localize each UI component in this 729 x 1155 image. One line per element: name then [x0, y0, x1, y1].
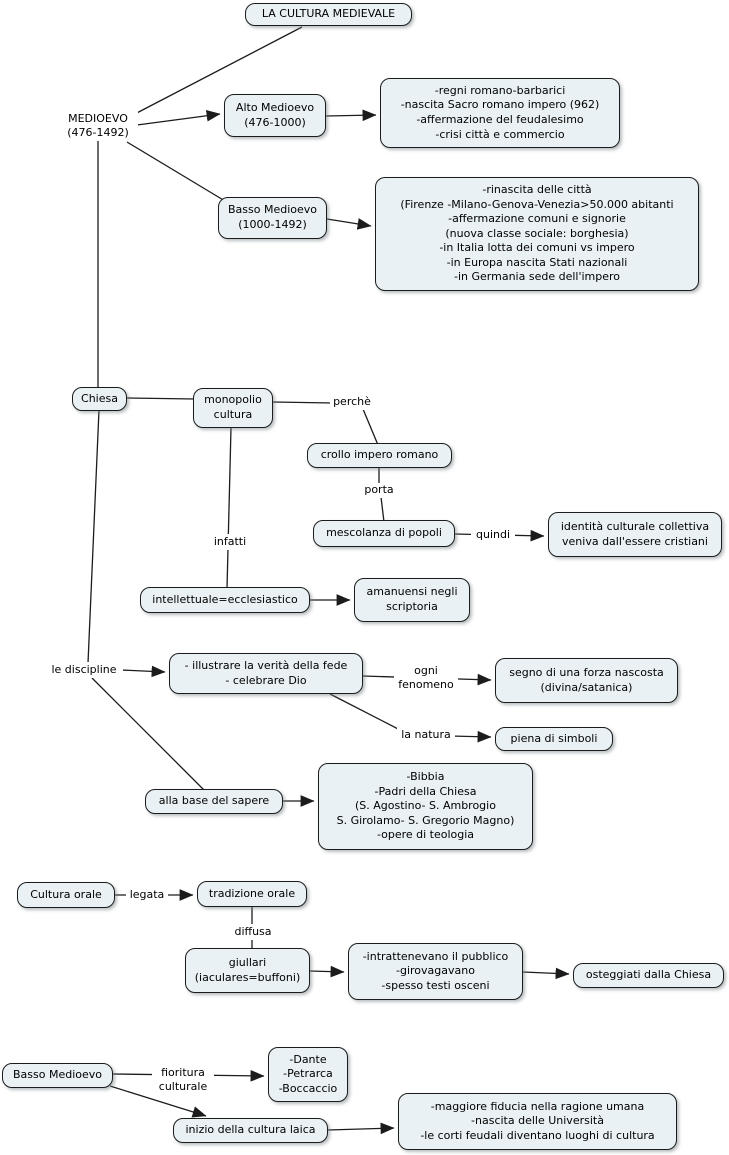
connector-medioevo-basso — [126, 141, 231, 205]
connector-dettagli-osteggiati — [522, 967, 570, 980]
concept-alla-base-del-sapere[interactable]: alla base del sapere — [145, 789, 283, 814]
link-label-legata[interactable]: legata — [126, 888, 168, 903]
connector-alto-dettagli — [325, 109, 377, 122]
connector-discipline-illustrare — [120, 665, 166, 678]
concept-la-cultura-medievale[interactable]: LA CULTURA MEDIEVALE — [245, 3, 412, 26]
connector-porta-mescolanza — [380, 496, 385, 523]
connector-basso-dettagli — [326, 218, 372, 230]
link-label-quindi[interactable]: quindi — [471, 527, 515, 543]
concept-monopolio-cultura[interactable]: monopolio cultura — [193, 388, 273, 428]
link-label-porta[interactable]: porta — [359, 483, 399, 498]
concept-amanuensi-scriptoria[interactable]: amanuensi negli scriptoria — [354, 578, 470, 622]
concept-mescolanza-di-popoli[interactable]: mescolanza di popoli — [313, 520, 455, 547]
concept-osteggiati-chiesa[interactable]: osteggiati dalla Chiesa — [573, 963, 724, 988]
concept-cultura-laica-dettagli[interactable]: -maggiore fiducia nella ragione umana -n… — [398, 1093, 677, 1150]
connector-lanatura-piena — [449, 730, 492, 743]
concept-alto-medioevo[interactable]: Alto Medioevo (476-1000) — [224, 94, 326, 137]
connector-illustrare-lanatura — [329, 693, 405, 733]
concept-tradizione-orale[interactable]: tradizione orale — [197, 881, 307, 907]
concept-basso-medioevo[interactable]: Basso Medioevo (1000-1492) — [218, 197, 327, 239]
concept-giullari-dettagli[interactable]: -intrattenevano il pubblico -girovagavan… — [348, 943, 523, 1000]
link-label-fioritura-culturale[interactable]: fioritura culturale — [152, 1064, 214, 1096]
concept-identita-culturale[interactable]: identità culturale collettiva veniva dal… — [548, 512, 722, 557]
concept-chiesa[interactable]: Chiesa — [72, 387, 127, 411]
connector-perche-crollo — [362, 408, 379, 446]
concept-giullari[interactable]: giullari (iaculares=buffoni) — [185, 948, 310, 993]
link-label-ogni-fenomeno[interactable]: ogni fenomeno — [394, 662, 458, 694]
connector-basso2-laica — [109, 1085, 207, 1118]
concept-medioevo[interactable]: MEDIOEVO (476-1492) — [58, 111, 138, 141]
concept-dante-petrarca-boccaccio[interactable]: -Dante -Petrarca -Boccaccio — [268, 1047, 348, 1102]
connector-chiesa-monopolio — [126, 397, 196, 400]
link-label-diffusa[interactable]: diffusa — [229, 924, 277, 940]
connector-medioevo-alto — [136, 109, 221, 126]
concept-illustrare-fede[interactable]: - illustrare la verità della fede - cele… — [169, 653, 363, 694]
concept-basso-medioevo-dettagli[interactable]: -rinascita delle città (Firenze -Milano-… — [375, 177, 699, 291]
concept-segno-forza-nascosta[interactable]: segno di una forza nascosta (divina/sata… — [495, 658, 678, 703]
concept-piena-di-simboli[interactable]: piena di simboli — [495, 727, 613, 751]
connector-monopolio-perche — [272, 401, 334, 404]
concept-basso-medioevo-2[interactable]: Basso Medioevo — [2, 1063, 113, 1088]
connector-chiesa-discipline — [87, 409, 100, 664]
link-label-infatti[interactable]: infatti — [209, 534, 251, 550]
connector-laica-dettagli — [327, 1122, 395, 1135]
connector-giullari-dettagli — [309, 965, 345, 978]
concept-crollo-impero-romano[interactable]: crollo impero romano — [307, 443, 452, 468]
concept-le-discipline[interactable]: le discipline — [45, 662, 123, 678]
link-label-perche[interactable]: perchè — [330, 394, 374, 410]
connector-discipline-allabase — [91, 677, 207, 793]
connector-monopolio-intellettuale — [226, 427, 232, 590]
concept-intellettuale-ecclesiastico[interactable]: intellettuale=ecclesiastico — [140, 587, 310, 613]
concept-cultura-laica[interactable]: inizio della cultura laica — [173, 1118, 328, 1143]
connector-title-medioevo — [130, 26, 303, 117]
link-label-la-natura[interactable]: la natura — [397, 727, 455, 743]
concept-alto-medioevo-dettagli[interactable]: -regni romano-barbarici -nascita Sacro r… — [380, 78, 620, 148]
concept-bibbia-padri-chiesa[interactable]: -Bibbia -Padri della Chiesa (S. Agostino… — [318, 763, 533, 850]
concept-cultura-orale[interactable]: Cultura orale — [17, 882, 115, 908]
